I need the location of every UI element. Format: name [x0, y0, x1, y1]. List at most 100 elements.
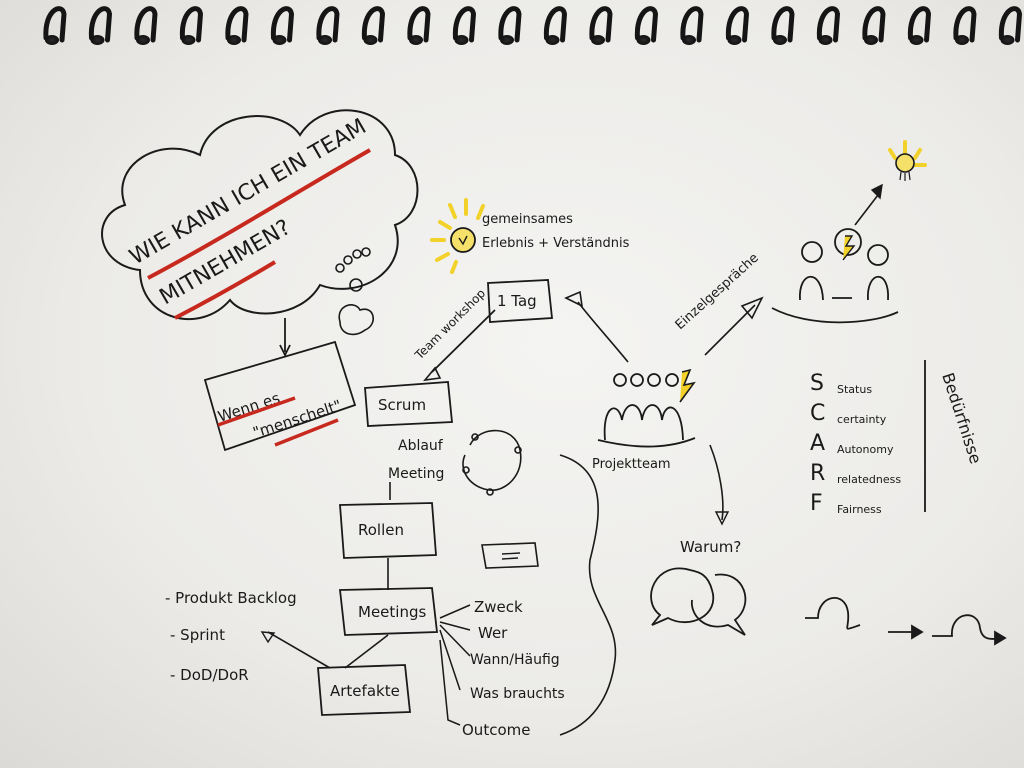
spiral-ring	[88, 6, 113, 43]
connector-line	[854, 194, 879, 226]
spiral-ring	[361, 6, 386, 43]
red-underline	[217, 396, 296, 427]
binding-hole	[773, 35, 787, 45]
arrowhead	[564, 290, 584, 308]
einzelgespraeche-label: Einzelgespräche	[673, 251, 762, 333]
binding-hole	[90, 35, 105, 45]
spiral-ring	[543, 6, 568, 43]
lightbulb-icon	[430, 198, 485, 274]
spiral-ring	[998, 6, 1023, 43]
spiral-ring	[43, 6, 67, 43]
connector-line	[431, 309, 496, 373]
arrowhead	[714, 511, 730, 526]
spiral-ring	[270, 6, 295, 43]
scarf-word: relatedness	[837, 473, 901, 486]
spiral-ring	[862, 6, 886, 43]
spiral-ring	[680, 6, 704, 43]
cloud-heading: WIE KANN ICH EIN TEAM MITNEHMEN?	[126, 114, 371, 320]
meeting-item: Was brauchts	[470, 686, 565, 702]
binding-hole	[454, 35, 469, 45]
one-day-box: 1 Tag	[487, 279, 553, 323]
ablauf-line2: Meeting	[388, 466, 444, 482]
thought-cloud	[101, 109, 419, 321]
scarf-word: certainty	[837, 413, 887, 426]
binding-hole	[591, 35, 605, 45]
spiral-ring	[407, 6, 431, 43]
scarf-word: Autonomy	[837, 443, 894, 456]
meetings-box: Meetings	[338, 587, 439, 636]
spiral-ring	[725, 6, 750, 43]
beduerfnisse-label: Bedürfnisse	[938, 370, 985, 466]
lightning-icon	[842, 235, 856, 261]
spiral-ring	[589, 6, 613, 43]
warum-label: Warum?	[680, 538, 741, 556]
scarf-word: Status	[837, 383, 872, 396]
binding-hole	[1000, 35, 1015, 45]
artefakte-label: Artefakte	[330, 682, 400, 700]
scarf-letter: A	[810, 431, 825, 456]
connector-line	[577, 301, 629, 363]
arrowhead	[423, 366, 442, 382]
gemeinsam-line2: Erlebnis + Verständnis	[482, 236, 630, 251]
binding-hole	[227, 35, 241, 45]
arrowhead	[740, 296, 764, 320]
spiral-ring	[225, 6, 249, 43]
binding-hole	[136, 35, 150, 45]
spiral-ring	[771, 6, 795, 43]
scarf-letter: F	[810, 491, 823, 516]
red-underline	[174, 260, 277, 320]
connector-line	[704, 304, 756, 356]
thought-bubbles	[335, 247, 374, 336]
team-workshop-label: Team workshop	[412, 286, 489, 363]
arrowhead	[279, 344, 291, 358]
arrowhead	[260, 631, 276, 644]
gemeinsam-line1: gemeinsames	[482, 212, 573, 227]
binding-hole	[955, 35, 969, 45]
spiral-ring	[816, 6, 841, 43]
scarf-letter: S	[810, 371, 824, 396]
binding-hole	[636, 35, 651, 45]
binding-hole	[864, 35, 878, 45]
meeting-item: Outcome	[462, 721, 530, 739]
one-day-label: 1 Tag	[497, 292, 537, 310]
binding-hole	[818, 35, 833, 45]
binding-hole	[181, 35, 196, 45]
empty-card-icon	[481, 542, 539, 569]
spiral-ring	[953, 6, 977, 43]
binding-hole	[682, 35, 696, 45]
spiral-binding	[43, 6, 1023, 45]
spiral-ring	[316, 6, 340, 43]
people-group-icon	[771, 228, 899, 324]
meetings-label: Meetings	[358, 603, 426, 621]
binding-hole	[545, 35, 560, 45]
binding-hole	[727, 35, 742, 45]
meeting-item: Wer	[478, 624, 508, 642]
cycle-diagram	[462, 429, 522, 496]
scrum-box: Scrum	[364, 381, 453, 427]
rollen-label: Rollen	[358, 521, 404, 539]
binding-hole	[45, 35, 59, 45]
connector-line	[709, 444, 724, 521]
meeting-branches	[439, 604, 471, 726]
red-underline	[147, 148, 371, 280]
arrowhead	[870, 183, 883, 200]
scarf-letter: C	[810, 401, 825, 426]
artefakte-box: Artefakte	[317, 664, 411, 716]
binding-hole	[500, 35, 514, 45]
spiral-ring	[907, 6, 932, 43]
ablauf-line1: Ablauf	[398, 438, 444, 454]
meeting-item: Zweck	[474, 598, 523, 616]
artifact-item: - Sprint	[170, 626, 225, 644]
rollen-box: Rollen	[339, 502, 437, 559]
squiggle-arrows	[805, 596, 1007, 646]
projektteam-label: Projektteam	[592, 457, 671, 472]
connector-line	[267, 631, 331, 669]
scarf-word: Fairness	[837, 503, 882, 516]
connector-line	[344, 634, 389, 669]
artifact-item: - Produkt Backlog	[165, 589, 297, 607]
binding-hole	[363, 35, 378, 45]
scrum-label: Scrum	[378, 396, 426, 414]
spiral-ring	[179, 6, 204, 43]
